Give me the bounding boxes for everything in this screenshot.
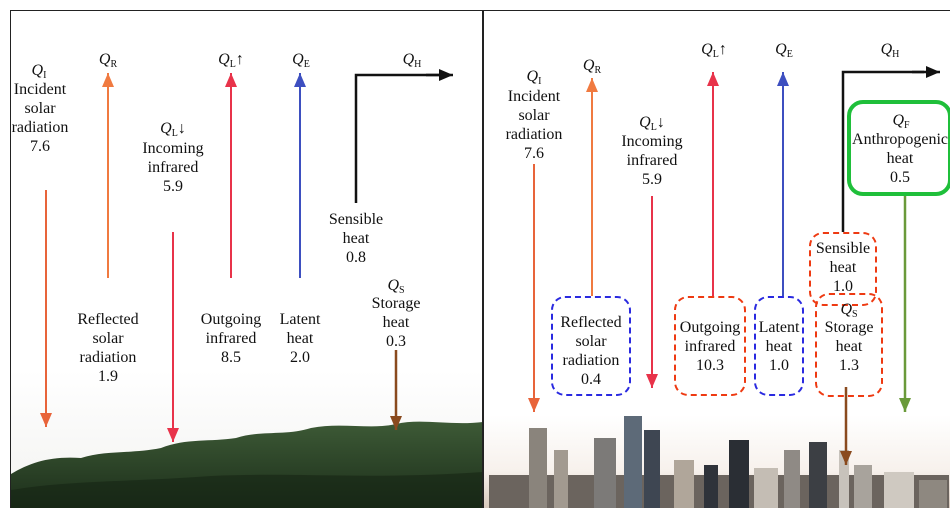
urban-q-anthropogenic-symbol: QF: [892, 112, 910, 131]
rural-q-incoming-ir-symbol: QL↓: [160, 120, 186, 139]
rural-incident-arrow-head: [40, 413, 52, 427]
rural-outgoing-ir-arrow-head: [225, 73, 237, 87]
rural-sensible-arrow-shaft: [354, 73, 439, 203]
urban-incident-arrow-head: [528, 398, 540, 412]
urban-sensible-arrow-head: [926, 66, 940, 78]
urban-q-sensible-symbol: QH: [880, 41, 900, 60]
rural-q-sensible-symbol: QH: [402, 51, 422, 70]
urban-storage-arrow-head: [840, 451, 852, 465]
rural-storage-arrow-head: [390, 416, 402, 430]
urban-anthropogenic-arrow-head: [899, 398, 911, 412]
rural-q-incident-symbol: QI: [31, 62, 47, 81]
rural-incoming-ir-arrow-head: [167, 428, 179, 442]
urban-outgoing-ir-arrow-head: [707, 72, 719, 86]
rural-sensible-arrow-head: [439, 69, 453, 81]
urban-outgoing-ir-box: [674, 296, 746, 396]
urban-q-incident-symbol: QI: [526, 68, 542, 87]
urban-q-reflected-symbol: QR: [582, 57, 602, 76]
urban-storage-box: [815, 293, 883, 397]
rural-scene: [11, 69, 483, 508]
urban-q-outgoing-ir-symbol: QL↑: [701, 41, 727, 60]
top-border: [10, 10, 950, 11]
urban-q-storage-symbol: QS: [840, 301, 858, 320]
city-skyline: [489, 416, 949, 508]
urban-scene: [484, 66, 950, 508]
urban-sensible-box: [809, 232, 877, 306]
urban-incoming-ir-arrow-head: [646, 374, 658, 388]
rural-q-outgoing-ir-symbol: QL↑: [218, 51, 244, 70]
urban-sensible-arrow-shaft: [841, 70, 924, 232]
urban-anthropogenic-box: [847, 100, 950, 196]
urban-latent-box: [754, 296, 804, 396]
rural-q-storage-symbol: QS: [387, 277, 405, 296]
rural-q-latent-symbol: QE: [292, 51, 310, 70]
rural-q-reflected-symbol: QR: [98, 51, 118, 70]
rural-latent-arrow-head: [294, 73, 306, 87]
rural-reflected-arrow-head: [102, 73, 114, 87]
urban-latent-arrow-head: [777, 72, 789, 86]
urban-reflected-box: [551, 296, 631, 396]
urban-reflected-arrow-head: [586, 78, 598, 92]
urban-q-incoming-ir-symbol: QL↓: [639, 114, 665, 133]
urban-q-latent-symbol: QE: [775, 41, 793, 60]
